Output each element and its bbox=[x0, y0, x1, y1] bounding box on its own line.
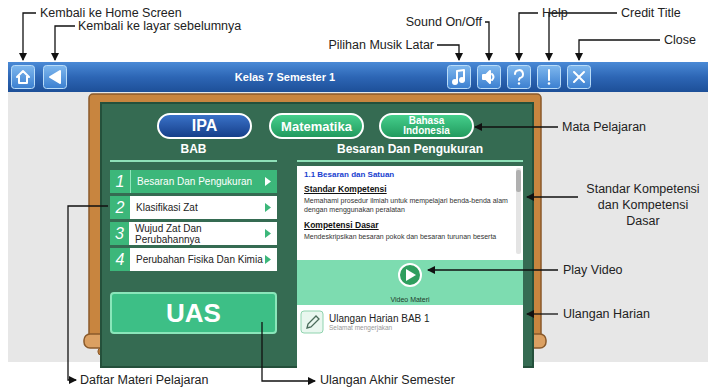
section-title: 1.1 Besaran dan Satuan bbox=[304, 170, 511, 179]
callout-label: Sound On/Off bbox=[395, 15, 482, 30]
chapter-item: 1Besaran Dan Pengukuran bbox=[110, 170, 277, 193]
button-label: UAS bbox=[166, 298, 221, 329]
chalkboard: BAB Besaran Dan Pengukuran IPA Matematika Ba… bbox=[100, 102, 534, 368]
chapter-number: 2 bbox=[110, 196, 130, 219]
subject-button: IPA bbox=[157, 113, 252, 139]
leader-line bbox=[23, 13, 36, 60]
callout-label: Ulangan Harian bbox=[563, 307, 650, 322]
subheading: Standar Kompetensi bbox=[304, 184, 511, 194]
chapter-number: 3 bbox=[110, 222, 129, 245]
chapter-title: Klasifikasi Zat bbox=[130, 196, 212, 219]
chapter-item: 2Klasifikasi Zat bbox=[110, 196, 277, 219]
chapter-title: Perubahan Fisika Dan Kimia bbox=[130, 248, 277, 271]
callout-label: Kembali ke Home Screen bbox=[40, 6, 182, 21]
chapter-number: 1 bbox=[110, 170, 131, 193]
subheading: Kompetensi Dasar bbox=[304, 220, 511, 230]
leader-line bbox=[485, 22, 489, 60]
chapter-title: Wujud Zat Dan Perubahannya bbox=[129, 222, 277, 245]
subject-button: Matematika bbox=[269, 113, 364, 139]
button-caption: Video Materi bbox=[390, 296, 429, 303]
pencil-icon bbox=[297, 308, 327, 336]
button-label: Bahasa Indonesia bbox=[395, 116, 459, 136]
leader-line bbox=[579, 40, 660, 60]
leader-line bbox=[428, 269, 558, 270]
leader-line bbox=[68, 206, 108, 380]
body-text: Mendeskripsikan besaran pokok dan besara… bbox=[304, 232, 511, 241]
callout-label: Credit Title bbox=[621, 6, 681, 21]
quiz-item: Ulangan Harian BAB 1Selamat mengerjakan bbox=[297, 308, 523, 336]
callout-label: Ulangan Akhir Semester bbox=[320, 373, 455, 388]
video-area: Video Materi bbox=[297, 260, 523, 305]
leader-line bbox=[527, 313, 558, 314]
leader-line bbox=[55, 26, 75, 60]
leader-line bbox=[527, 196, 578, 197]
toolbar-icons bbox=[8, 62, 708, 92]
quiz-subtitle: Selamat mengerjakan bbox=[329, 324, 523, 331]
callout-label: Pilihan Musik Latar bbox=[290, 38, 434, 53]
body-text: Memahami prosedur ilmiah untuk mempelaja… bbox=[304, 196, 511, 214]
leader-line bbox=[519, 13, 538, 60]
callout-label: Close bbox=[664, 33, 696, 48]
window-title: Kelas 7 Semester 1 bbox=[8, 62, 562, 92]
leader-line bbox=[262, 322, 315, 381]
callout-label: Play Video bbox=[563, 263, 623, 278]
column-heading: BAB bbox=[110, 142, 277, 156]
chapter-number: 4 bbox=[110, 248, 130, 271]
callout-label: Daftar Materi Pelajaran bbox=[80, 373, 209, 388]
leader-line bbox=[475, 126, 558, 127]
top-bar: Kelas 7 Semester 1 bbox=[8, 62, 708, 92]
chapter-item: 3Wujud Zat Dan Perubahannya bbox=[110, 222, 277, 245]
button-label: Matematika bbox=[281, 119, 352, 134]
callout-label: Help bbox=[542, 6, 568, 21]
callout-label: Kembali ke layar sebelumnya bbox=[78, 19, 241, 34]
callout-label: Mata Pelajaran bbox=[562, 120, 646, 135]
column-heading: Besaran Dan Pengukuran bbox=[297, 142, 523, 156]
chapter-title: Besaran Dan Pengukuran bbox=[131, 170, 266, 193]
leader-line bbox=[549, 13, 617, 60]
subject-button: Bahasa Indonesia bbox=[379, 113, 474, 139]
quiz-title: Ulangan Harian BAB 1 bbox=[329, 313, 523, 324]
chapter-item: 4Perubahan Fisika Dan Kimia bbox=[110, 248, 277, 271]
callout-label: Standar Kompetensi dan Kompetensi Dasar bbox=[582, 181, 704, 229]
button-label: IPA bbox=[192, 117, 217, 135]
exam-button: UAS bbox=[110, 292, 277, 334]
leader-line bbox=[437, 45, 459, 60]
